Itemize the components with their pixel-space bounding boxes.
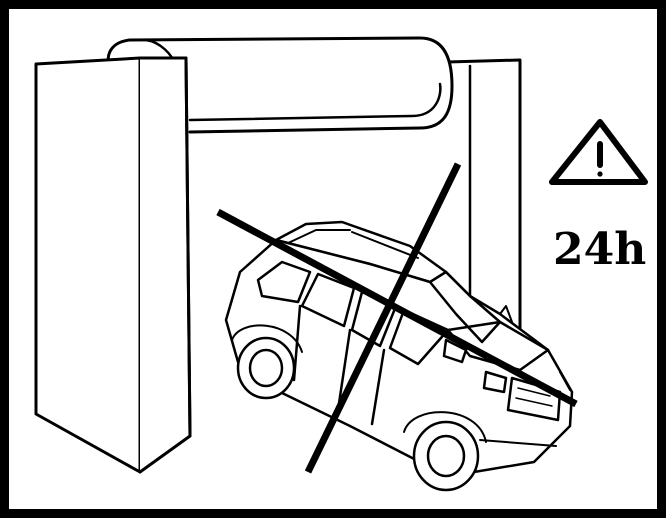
cross-out-icon <box>216 162 578 474</box>
vehicle <box>224 220 574 492</box>
roller-brush <box>106 36 454 134</box>
warning-triangle-icon <box>549 119 648 185</box>
duration-label: 24h <box>553 224 647 275</box>
gantry-left-pillar <box>34 56 192 474</box>
